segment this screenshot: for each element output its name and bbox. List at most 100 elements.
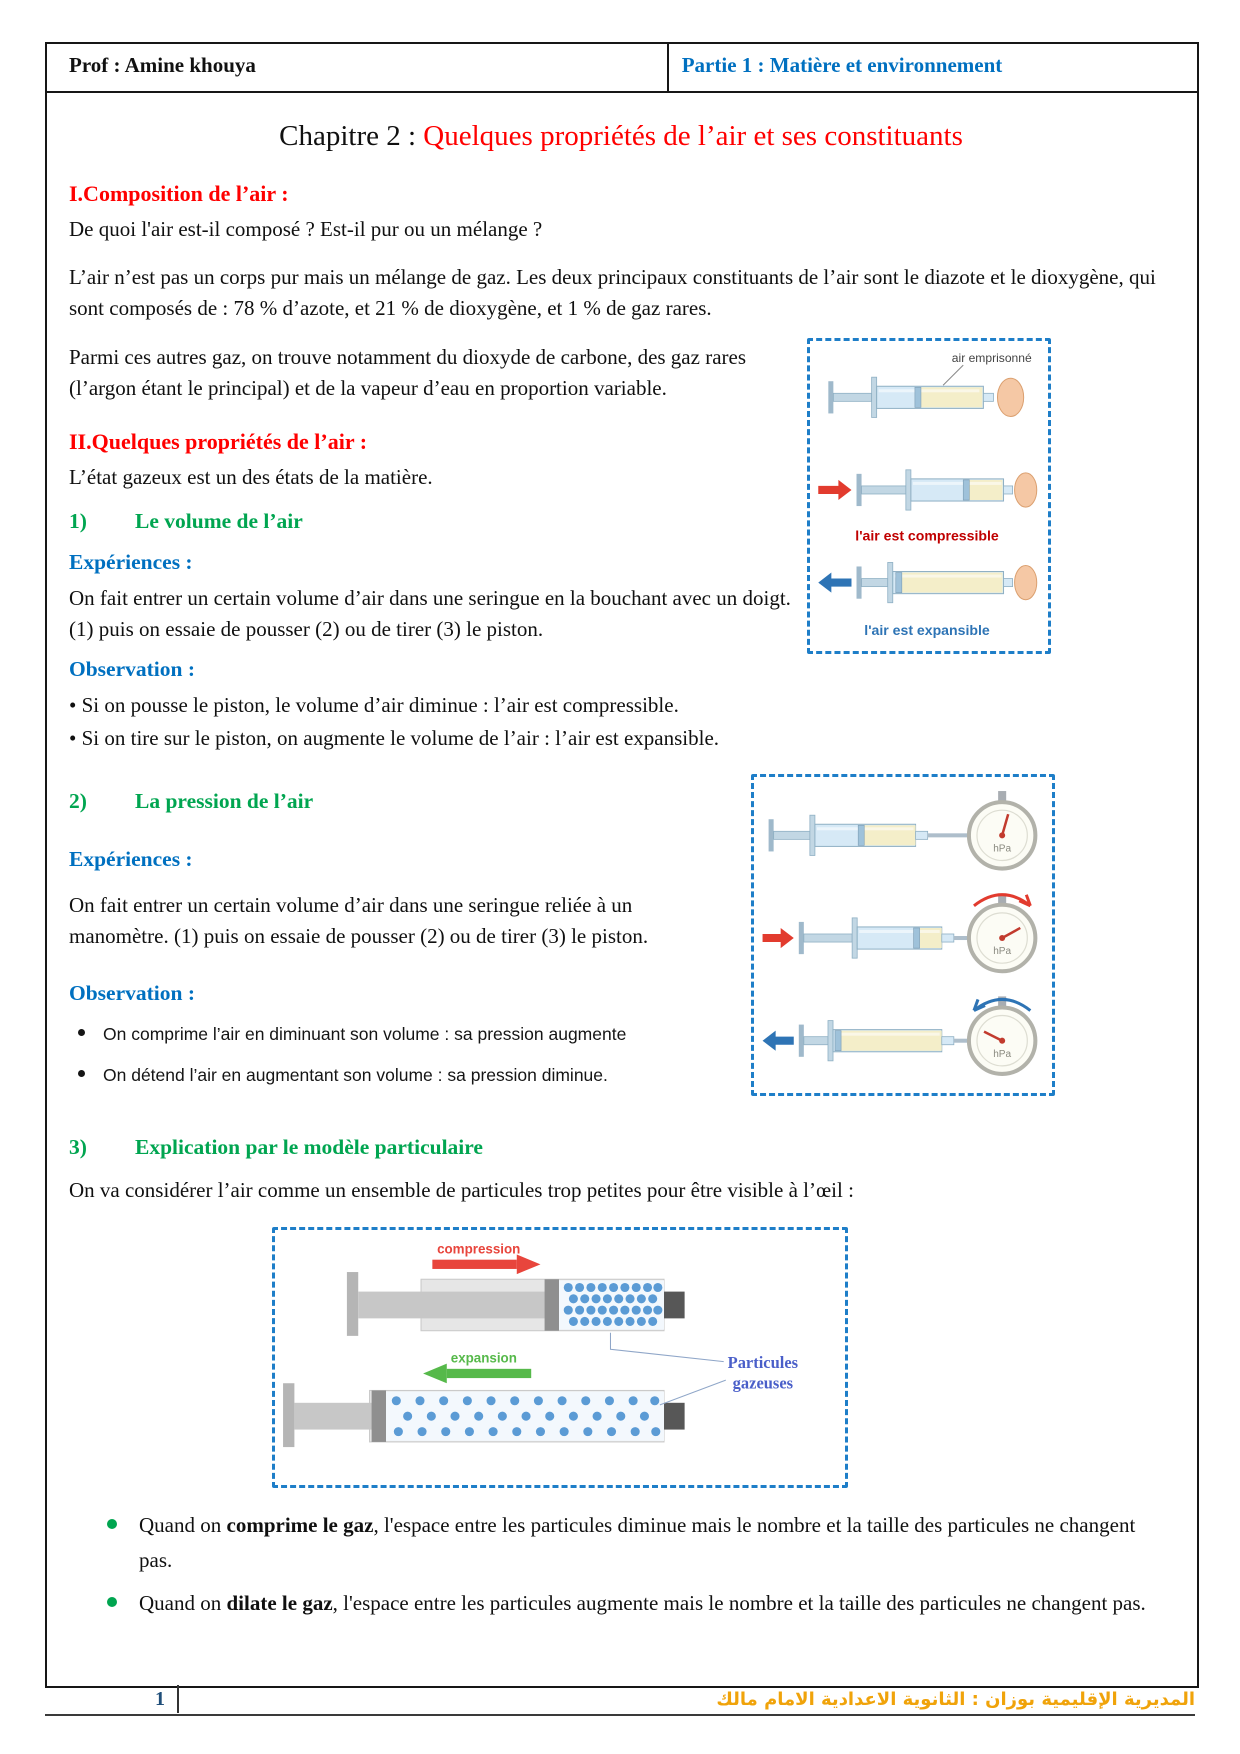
push-arrow-icon [762, 928, 794, 949]
figure-modele-particulaire: compression [272, 1227, 848, 1489]
subsection-number: 2) [69, 789, 87, 814]
syringe-manometer-compressed-icon [798, 917, 969, 959]
bullet-text-post: , l'espace entre les particules diminue … [139, 1513, 1136, 1572]
figure-pression-manometre: hPa [751, 774, 1055, 1097]
gauge-unit-label: hPa [993, 844, 1011, 855]
observation-pression-2: On détend l’air en augmentant son volume… [103, 1064, 608, 1085]
finger-icon [996, 377, 1025, 417]
observation-pression-list: On comprime l’air en diminuant son volum… [69, 1022, 737, 1089]
model-conclusions-list: Quand on comprime le gaz, l'espace entre… [69, 1508, 1173, 1619]
compressible-label: l'air est compressible [855, 527, 999, 543]
bullet-text-bold: comprime le gaz [226, 1513, 374, 1538]
syringe-compressed-icon [856, 469, 1038, 511]
particle-model-illustration: compression [283, 1242, 798, 1448]
title-prefix: Chapitre 2 : [279, 120, 424, 152]
page-content: Chapitre 2 : Quelques propriétés de l’ai… [47, 93, 1197, 1620]
header-row: Prof : Amine khouya Partie 1 : Matière e… [47, 44, 1197, 93]
page-number: 1 [45, 1685, 179, 1713]
bullet-icon [78, 1028, 85, 1036]
footer-school-name: المديرية الإقليمية بوزان : الثانوية الاع… [716, 1688, 1195, 1710]
pressure-gauge-up-icon: hPa [966, 893, 1038, 974]
subsection-number: 3) [69, 1134, 87, 1159]
subsection-title: Explication par le modèle particulaire [135, 1134, 483, 1159]
particles-leader-line [609, 1333, 724, 1363]
experiences-text-pression: On fait entrer un certain volume d’air d… [69, 892, 649, 948]
figure-pression-wrapper: hPa [751, 774, 1055, 1103]
bullet-text-post: , l'espace entre les particules augmente… [332, 1590, 1146, 1615]
page-frame: Prof : Amine khouya Partie 1 : Matière e… [45, 42, 1199, 1688]
gauge-unit-label: hPa [993, 946, 1011, 957]
air-emprisonne-label: air emprisonné [952, 351, 1032, 365]
expansible-label: l'air est expansible [864, 622, 990, 638]
bullet-text-bold: dilate le gaz [226, 1590, 333, 1615]
bullet-icon [107, 1519, 117, 1530]
header-prof: Prof : Amine khouya [69, 53, 256, 77]
figure-volume-wrapper: air emprisonné [807, 337, 1051, 757]
section-1-heading: I.Composition de l’air : [69, 180, 289, 206]
volume-syringes-illustration: air emprisonné [818, 351, 1038, 638]
push-arrow-icon [818, 479, 852, 500]
particles-leader-line [659, 1380, 726, 1406]
figure-modele-wrapper: compression [272, 1227, 848, 1489]
gas-particles-expanded [391, 1396, 661, 1437]
expansion-arrow-icon [423, 1364, 532, 1384]
particles-label-line2: gazeuses [733, 1374, 793, 1393]
experiences-label-pression: Expériences : [69, 847, 193, 872]
syringe-manometer-expanded-icon [798, 1020, 969, 1062]
list-item: On comprime l’air en diminuant son volum… [69, 1022, 737, 1048]
row-composition-volume: Parmi ces autres gaz, on trouve notammen… [69, 337, 1173, 757]
compression-label: compression [437, 1242, 520, 1257]
section-1-para1: L’air n’est pas un corps pur mais un mél… [69, 264, 1156, 320]
observation-label-pression: Observation : [69, 981, 196, 1005]
expansion-label: expansion [451, 1351, 517, 1366]
left-column-b: 2) La pression de l’air Expériences : On … [69, 774, 751, 1103]
syringe-expanded-icon [856, 561, 1038, 603]
section-1-question: De quoi l'air est-il composé ? Est-il pu… [69, 217, 543, 242]
subsection-title: Le volume de l’air [135, 509, 303, 534]
syringe-manometer-neutral-icon [768, 815, 969, 857]
bullet-icon [107, 1596, 117, 1607]
finger-icon [1014, 472, 1038, 508]
left-column-a: Parmi ces autres gaz, on trouve notammen… [69, 338, 807, 757]
label-leader-line [942, 364, 964, 386]
subsection-pression-heading: 2) La pression de l’air [69, 786, 737, 818]
bullet-text-pre: Quand on [139, 1513, 227, 1538]
pression-syringes-illustration: hPa [762, 791, 1038, 1077]
observation-volume-2: • Si on tire sur le piston, on augmente … [69, 726, 720, 751]
subsection-number: 1) [69, 509, 87, 534]
row-pression: 2) La pression de l’air Expériences : On … [69, 774, 1173, 1103]
modele-intro: On va considérer l’air comme un ensemble… [69, 1178, 854, 1203]
subsection-title: La pression de l’air [135, 789, 314, 814]
bullet-text-pre: Quand on [139, 1590, 227, 1615]
pressure-gauge-icon: hPa [966, 791, 1038, 871]
subsection-modele-heading: 3) Explication par le modèle particulaire [69, 1132, 1173, 1164]
page-title: Chapitre 2 : Quelques propriétés de l’ai… [69, 115, 1173, 158]
pressure-gauge-down-icon: hPa [966, 996, 1038, 1077]
experiences-label-volume: Expériences : [69, 550, 193, 575]
particles-label-line1: Particules [728, 1353, 798, 1372]
list-item: On détend l’air en augmentant son volume… [69, 1063, 737, 1089]
header-partie: Partie 1 : Matière et environnement [666, 44, 1197, 91]
observation-volume-1: • Si on pousse le piston, le volume d’ai… [69, 693, 679, 718]
observation-pression-1: On comprime l’air en diminuant son volum… [103, 1023, 627, 1044]
bullet-icon [78, 1069, 85, 1077]
pull-arrow-icon [818, 572, 852, 593]
section-2-intro: L’état gazeux est un des états de la mat… [69, 465, 433, 490]
subsection-volume-heading: 1) Le volume de l’air [69, 506, 793, 538]
title-main: Quelques propriétés de l’air et ses cons… [423, 120, 963, 152]
list-item: Quand on dilate le gaz, l'espace entre l… [69, 1586, 1173, 1620]
syringe-sealed-icon [828, 376, 1025, 418]
observation-label-volume: Observation : [69, 657, 196, 682]
experiences-text-volume: On fait entrer un certain volume d’air d… [69, 586, 791, 642]
syringe-compressed-model-icon [346, 1272, 685, 1337]
pull-arrow-icon [762, 1030, 794, 1051]
compression-arrow-icon [432, 1255, 541, 1275]
figure-volume-syringes: air emprisonné [807, 337, 1051, 654]
section-1-para2: Parmi ces autres gaz, on trouve notammen… [69, 344, 747, 400]
finger-icon [1014, 564, 1038, 600]
gas-particles-compressed [563, 1283, 663, 1327]
list-item: Quand on comprime le gaz, l'espace entre… [69, 1508, 1173, 1576]
section-2-heading: II.Quelques propriétés de l’air : [69, 428, 368, 454]
footer-row: 1 المديرية الإقليمية بوزان : الثانوية ال… [45, 1684, 1195, 1716]
